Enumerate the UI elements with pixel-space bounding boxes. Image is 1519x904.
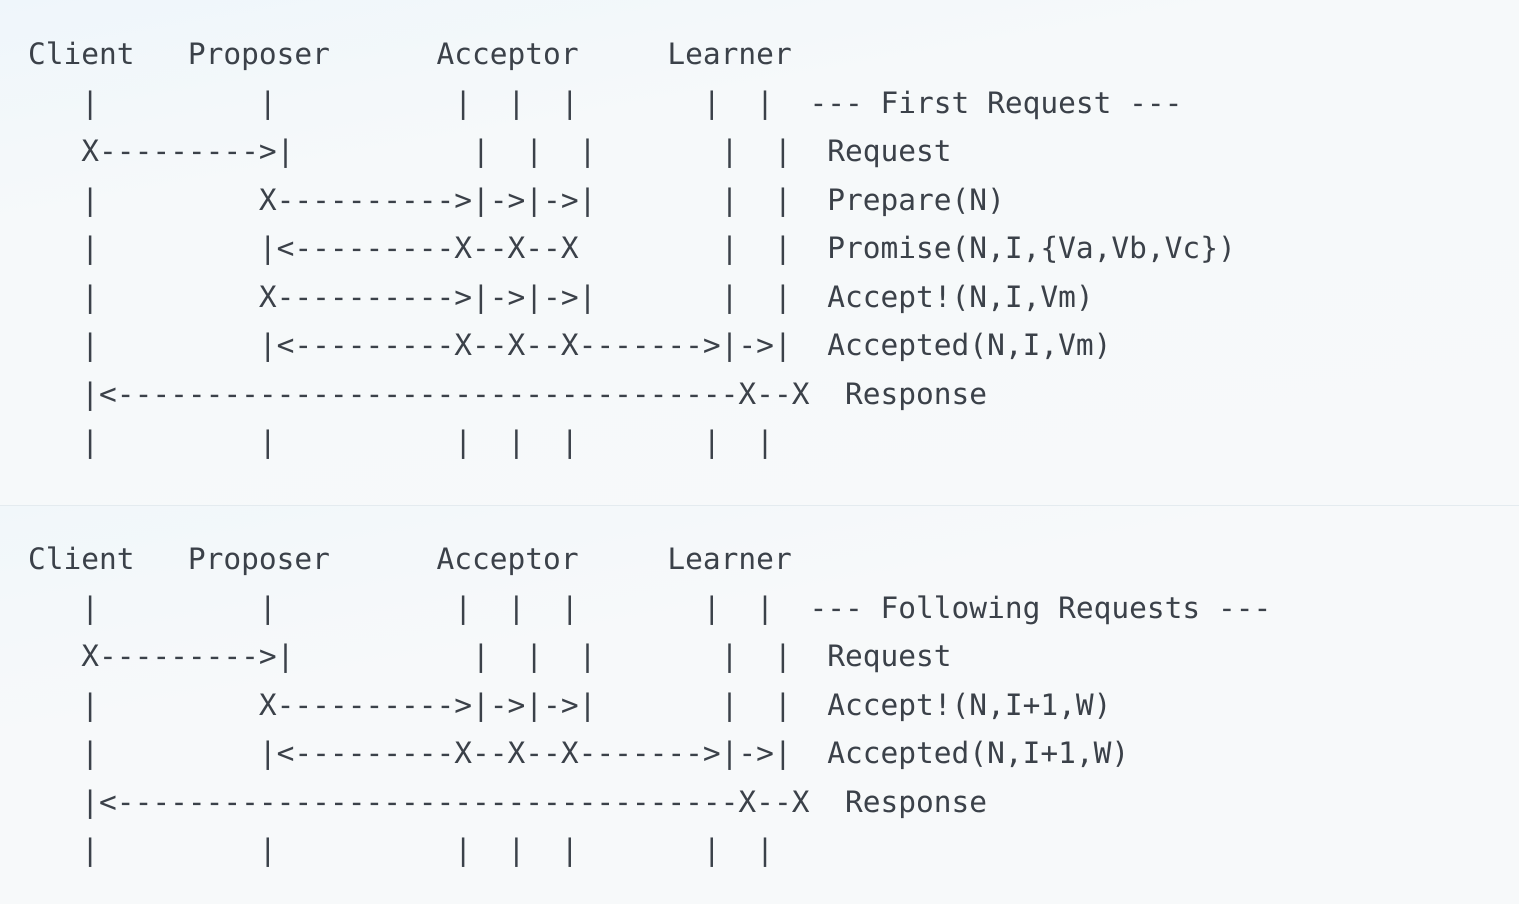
ascii-art-following-requests: Client Proposer Acceptor Learner | | | |… — [28, 542, 1272, 867]
diagram-block-first-request: Client Proposer Acceptor Learner | | | |… — [0, 0, 1519, 505]
diagram-block-following-requests: Client Proposer Acceptor Learner | | | |… — [0, 505, 1519, 904]
ascii-art-first-request: Client Proposer Acceptor Learner | | | |… — [28, 37, 1236, 459]
